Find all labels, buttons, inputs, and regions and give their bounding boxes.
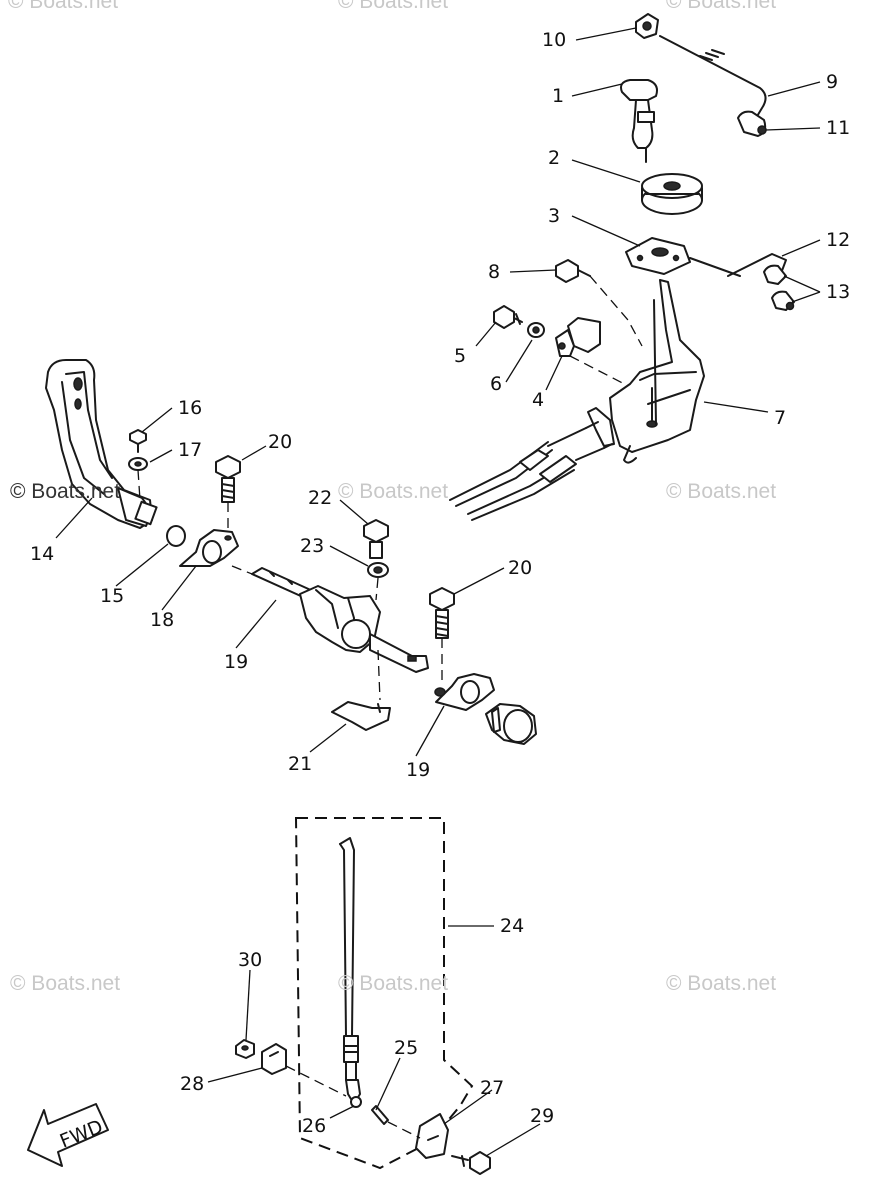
part-13-clips xyxy=(763,264,795,311)
part-2-pulley xyxy=(641,173,703,215)
part-17-washer xyxy=(128,457,148,501)
callout-11: 11 xyxy=(826,117,850,139)
callout-20-a: 20 xyxy=(268,431,292,453)
callout-1: 1 xyxy=(552,85,564,107)
part-28-clip xyxy=(261,1043,421,1139)
part-19-bracket-b xyxy=(434,673,495,711)
throttle-cables xyxy=(449,421,613,521)
part-16-screw xyxy=(129,429,147,453)
callout-20-b: 20 xyxy=(508,557,532,579)
part-20-bolt-a xyxy=(215,455,241,530)
part-4-bracket xyxy=(555,317,641,393)
part-12-rod xyxy=(689,253,787,277)
watermark-low-center: © Boats.net xyxy=(338,972,449,995)
callout-8: 8 xyxy=(488,261,500,283)
callout-4: 4 xyxy=(532,389,544,411)
callout-17: 17 xyxy=(178,439,202,461)
watermark-low-left: © Boats.net xyxy=(10,972,121,995)
part-7-bracket xyxy=(587,279,705,464)
callout-13: 13 xyxy=(826,281,850,303)
watermark-mid-right: © Boats.net xyxy=(666,480,777,503)
part-5-bolt xyxy=(493,305,523,329)
part-23-washer xyxy=(367,562,389,701)
watermark-mid-center: © Boats.net xyxy=(338,480,449,503)
callout-24: 24 xyxy=(500,915,524,937)
part-1-arm xyxy=(620,79,658,163)
watermark-top-center: © Boats.net xyxy=(338,0,449,13)
callout-10: 10 xyxy=(542,29,566,51)
part-15-oring xyxy=(166,525,186,547)
part-19-bracket-a xyxy=(179,529,263,579)
part-6-washer xyxy=(527,322,545,338)
callout-9: 9 xyxy=(826,71,838,93)
callout-23: 23 xyxy=(300,535,324,557)
callout-26: 26 xyxy=(302,1115,326,1137)
part-18-shaft xyxy=(251,567,429,673)
callout-19-b: 19 xyxy=(406,759,430,781)
callout-29: 29 xyxy=(530,1105,554,1127)
part-10-clip xyxy=(635,13,659,39)
callout-6: 6 xyxy=(490,373,502,395)
callout-27: 27 xyxy=(480,1077,504,1099)
part-21-plate xyxy=(331,701,391,731)
callout-30: 30 xyxy=(238,949,262,971)
callout-12: 12 xyxy=(826,229,850,251)
leader-lines xyxy=(55,27,821,1157)
end-cap xyxy=(485,703,537,745)
callout-19-a: 18 xyxy=(150,609,174,631)
part-20-bolt-b xyxy=(429,587,455,682)
callout-15: 15 xyxy=(100,585,124,607)
callout-2: 2 xyxy=(548,147,560,169)
watermark-top-left: © Boats.net xyxy=(8,0,119,13)
part-14-lever xyxy=(45,359,158,529)
part-9-rod xyxy=(659,35,767,119)
watermark-mid-left: © Boats.net xyxy=(10,480,121,503)
part-11-clip xyxy=(737,110,767,137)
callout-14: 14 xyxy=(30,543,54,565)
callout-7: 7 xyxy=(774,407,786,429)
fwd-arrow: FWD xyxy=(27,1103,109,1167)
part-30-nut xyxy=(235,1039,255,1059)
part-8-bolt xyxy=(555,259,643,347)
callout-22: 22 xyxy=(308,487,332,509)
callout-3: 3 xyxy=(548,205,560,227)
watermark-top-right: © Boats.net xyxy=(666,0,777,13)
part-27-clip xyxy=(415,1113,449,1159)
part-22-bolt xyxy=(363,519,389,559)
callout-21: 21 xyxy=(288,753,312,775)
callout-18: 19 xyxy=(224,651,248,673)
callout-16: 16 xyxy=(178,397,202,419)
part-24-group-box xyxy=(294,817,474,1170)
part-25-pin xyxy=(371,1105,389,1125)
callout-5: 5 xyxy=(454,345,466,367)
part-29-bolt xyxy=(451,1151,491,1175)
part-3-plate xyxy=(625,237,691,275)
watermark-low-right: © Boats.net xyxy=(666,972,777,995)
callout-25: 25 xyxy=(394,1037,418,1059)
part-24-rod xyxy=(339,837,362,1108)
callout-28: 28 xyxy=(180,1073,204,1095)
